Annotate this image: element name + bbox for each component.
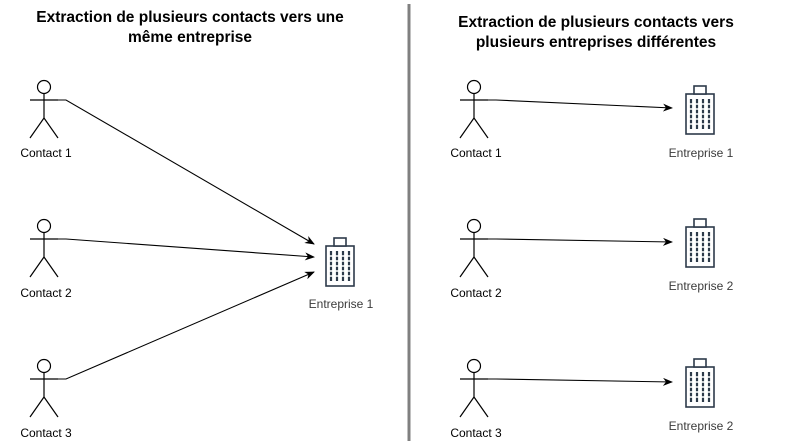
right-entreprise-2-building-icon[interactable] <box>685 218 715 268</box>
arrow-contact-2-to-entreprise-2 <box>488 237 673 246</box>
left-contact-2-label: Contact 2 <box>20 286 72 300</box>
right-entreprise-2b-label: Entreprise 2 <box>668 419 734 433</box>
left-contact-1-label: Contact 1 <box>20 146 72 160</box>
right-contact-1-label: Contact 1 <box>450 146 502 160</box>
left-contact-3-label: Contact 3 <box>20 426 72 440</box>
right-entreprise-1-building-icon[interactable] <box>685 85 715 135</box>
right-entreprise-2b-building-icon[interactable] <box>685 358 715 408</box>
left-panel-title: Extraction de plusieurs contacts vers un… <box>0 8 380 48</box>
arrow-contact-2-to-entreprise-1 <box>58 238 315 261</box>
right-title-line-2: plusieurs entreprises différentes <box>475 34 717 51</box>
arrow-contact-3-to-entreprise-2 <box>488 377 673 386</box>
left-entreprise-1-label: Entreprise 1 <box>308 297 374 311</box>
arrow-contact-1-to-entreprise-1 <box>488 99 673 112</box>
arrow-contact-3-to-entreprise-1 <box>58 271 315 380</box>
right-title-line-1: Extraction de plusieurs contacts vers <box>458 14 734 31</box>
right-contact-2-icon[interactable] <box>459 218 489 278</box>
left-contact-2-icon[interactable] <box>29 218 59 278</box>
right-entreprise-1-label: Entreprise 1 <box>668 146 734 160</box>
left-contact-3-icon[interactable] <box>29 358 59 418</box>
right-contact-1-icon[interactable] <box>459 79 489 139</box>
left-contact-1-icon[interactable] <box>29 79 59 139</box>
right-contact-3-label: Contact 3 <box>450 426 502 440</box>
right-contact-2-label: Contact 2 <box>450 286 502 300</box>
right-panel-title: Extraction de plusieurs contacts vers pl… <box>416 13 776 53</box>
arrow-contact-1-to-entreprise-1 <box>58 99 315 245</box>
right-entreprise-2-label: Entreprise 2 <box>668 279 734 293</box>
right-contact-3-icon[interactable] <box>459 358 489 418</box>
left-title-line-2: même entreprise <box>127 29 253 46</box>
left-title-line-1: Extraction de plusieurs contacts vers un… <box>36 9 344 26</box>
left-entreprise-1-building-icon[interactable] <box>325 237 355 287</box>
